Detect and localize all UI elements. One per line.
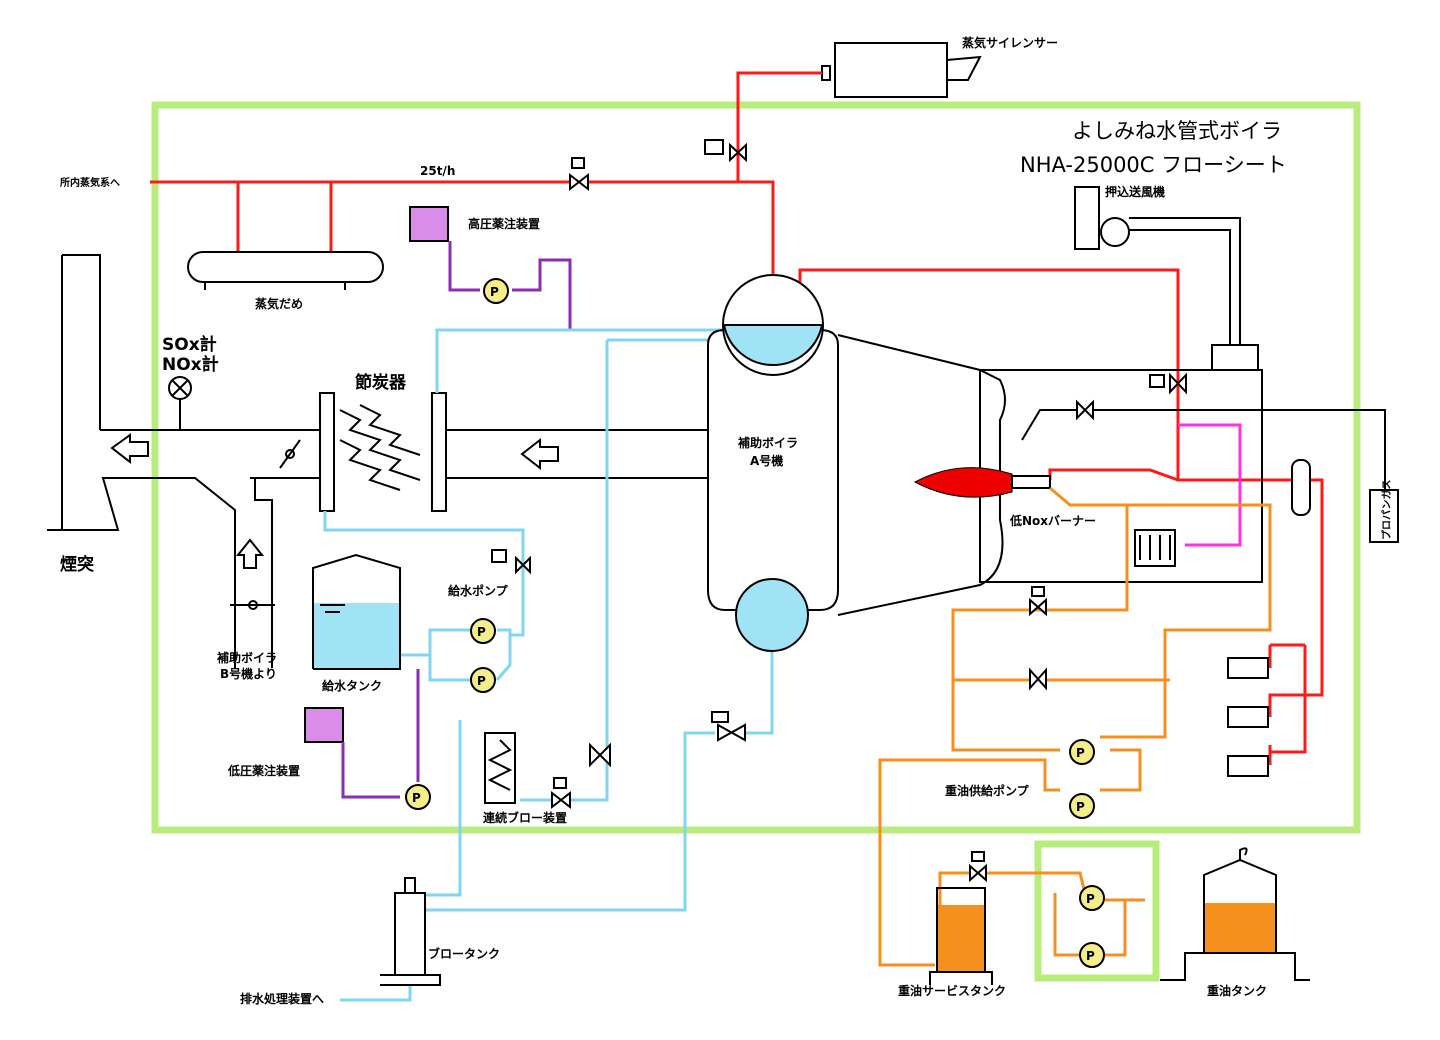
oil-valve-1 (1029, 586, 1047, 617)
oil-lines (878, 486, 1272, 967)
from-boiler-b-label-2: B号機より (220, 666, 277, 681)
svg-text:P: P (412, 791, 421, 805)
feed-pump-2: P (470, 667, 496, 693)
hp-chem-label: 高圧薬注装置 (468, 216, 540, 231)
oil-tank-label: 重油タンク (1207, 983, 1267, 998)
steam-silencer-label: 蒸気サイレンサー (962, 35, 1058, 50)
boiler-a (707, 274, 1263, 652)
sox-label: SOx計 (162, 334, 217, 355)
feed-tank (312, 553, 401, 670)
steam-header-label: 蒸気だめ (255, 296, 303, 311)
oil-service-tank (929, 887, 993, 985)
boiler-a-label-2: A号機 (750, 453, 783, 468)
svg-text:P: P (490, 285, 499, 299)
oil-supply-pump-2: P (1069, 793, 1095, 819)
steam-valve-1 (569, 157, 589, 192)
feed-tank-label: 給水タンク (322, 678, 382, 693)
oil-transfer-pump-2: P (1079, 942, 1105, 968)
svg-text:P: P (477, 674, 486, 688)
oil-transfer-pump-1: P (1079, 885, 1105, 911)
svg-text:P: P (1086, 892, 1095, 906)
diagram-title-line2: NHA-25000C フローシート (1020, 153, 1287, 177)
oil-supply-pump-label: 重油供給ポンプ (945, 783, 1030, 798)
bottom-blow-valve (711, 711, 746, 742)
air-receiver (1291, 459, 1311, 516)
hp-chem-unit (409, 206, 572, 330)
boiler-boundary-frame (151, 101, 1361, 834)
oil-service-tank-label: 重油サービスタンク (898, 983, 1006, 998)
nox-label: NOx計 (162, 354, 219, 375)
oil-supply-pump-1: P (1069, 739, 1095, 765)
blow-valve (551, 777, 571, 810)
propane-label: プロパンガス (1380, 480, 1393, 541)
oil-relief-valve (1029, 667, 1047, 691)
continuous-blow-label: 連続ブロー装置 (483, 810, 567, 825)
air-compressors (1227, 657, 1269, 777)
svg-text:P: P (1086, 949, 1095, 963)
blow-tank (380, 877, 441, 986)
svg-text:P: P (1076, 746, 1085, 760)
diagram-title-line1: よしみね水管式ボイラ (1072, 119, 1282, 143)
economizer (319, 392, 447, 512)
main-steam-valve (1149, 372, 1187, 395)
feed-pump-1: P (470, 618, 496, 644)
hp-chem-pump: P (483, 278, 509, 304)
analyzer-icon (168, 376, 192, 430)
wastewater-label: 排水処理装置へ (240, 991, 324, 1006)
burner-nozzle (1011, 475, 1051, 489)
lp-chem-label: 低圧薬注装置 (227, 763, 300, 778)
oil-heater (1134, 529, 1176, 567)
gas-lines (1021, 399, 1399, 547)
steam-header-vessel (187, 251, 384, 290)
from-boiler-b-label-1: 補助ボイラ (216, 650, 277, 665)
oil-pump-frame (1034, 840, 1160, 982)
svg-text:P: P (1076, 800, 1085, 814)
continuous-blow-device (484, 732, 516, 804)
water-drum (735, 578, 809, 652)
flue-duct (155, 429, 708, 668)
blow-tank-label: ブロータンク (428, 946, 500, 961)
safety-valve (704, 139, 747, 163)
steam-lines (150, 71, 1324, 765)
flow-rate-label: 25t/h (420, 164, 455, 178)
svg-text:P: P (477, 625, 486, 639)
forced-fan-label: 押込送風機 (1105, 184, 1165, 199)
drum-blow-valve (589, 742, 611, 768)
chimney-label: 煙突 (60, 554, 94, 575)
steam-silencer (821, 42, 982, 98)
oil-service-valve (969, 851, 987, 883)
plant-steam-label: 所内蒸気系へ (60, 176, 120, 189)
boiler-a-label-1: 補助ボイラ (737, 435, 798, 450)
water-lines (323, 328, 774, 1002)
economizer-label: 節炭器 (354, 372, 407, 393)
lp-chem-unit (304, 669, 420, 799)
chimney (47, 254, 155, 531)
burner-flame (913, 467, 1013, 498)
oil-tank (1160, 847, 1310, 981)
lp-chem-pump: P (405, 784, 431, 810)
burner-label: 低Noxバーナー (1009, 513, 1096, 528)
feed-valve (491, 549, 531, 575)
forced-draft-fan (1074, 186, 1259, 371)
feed-pump-label: 給水ポンプ (448, 583, 509, 598)
